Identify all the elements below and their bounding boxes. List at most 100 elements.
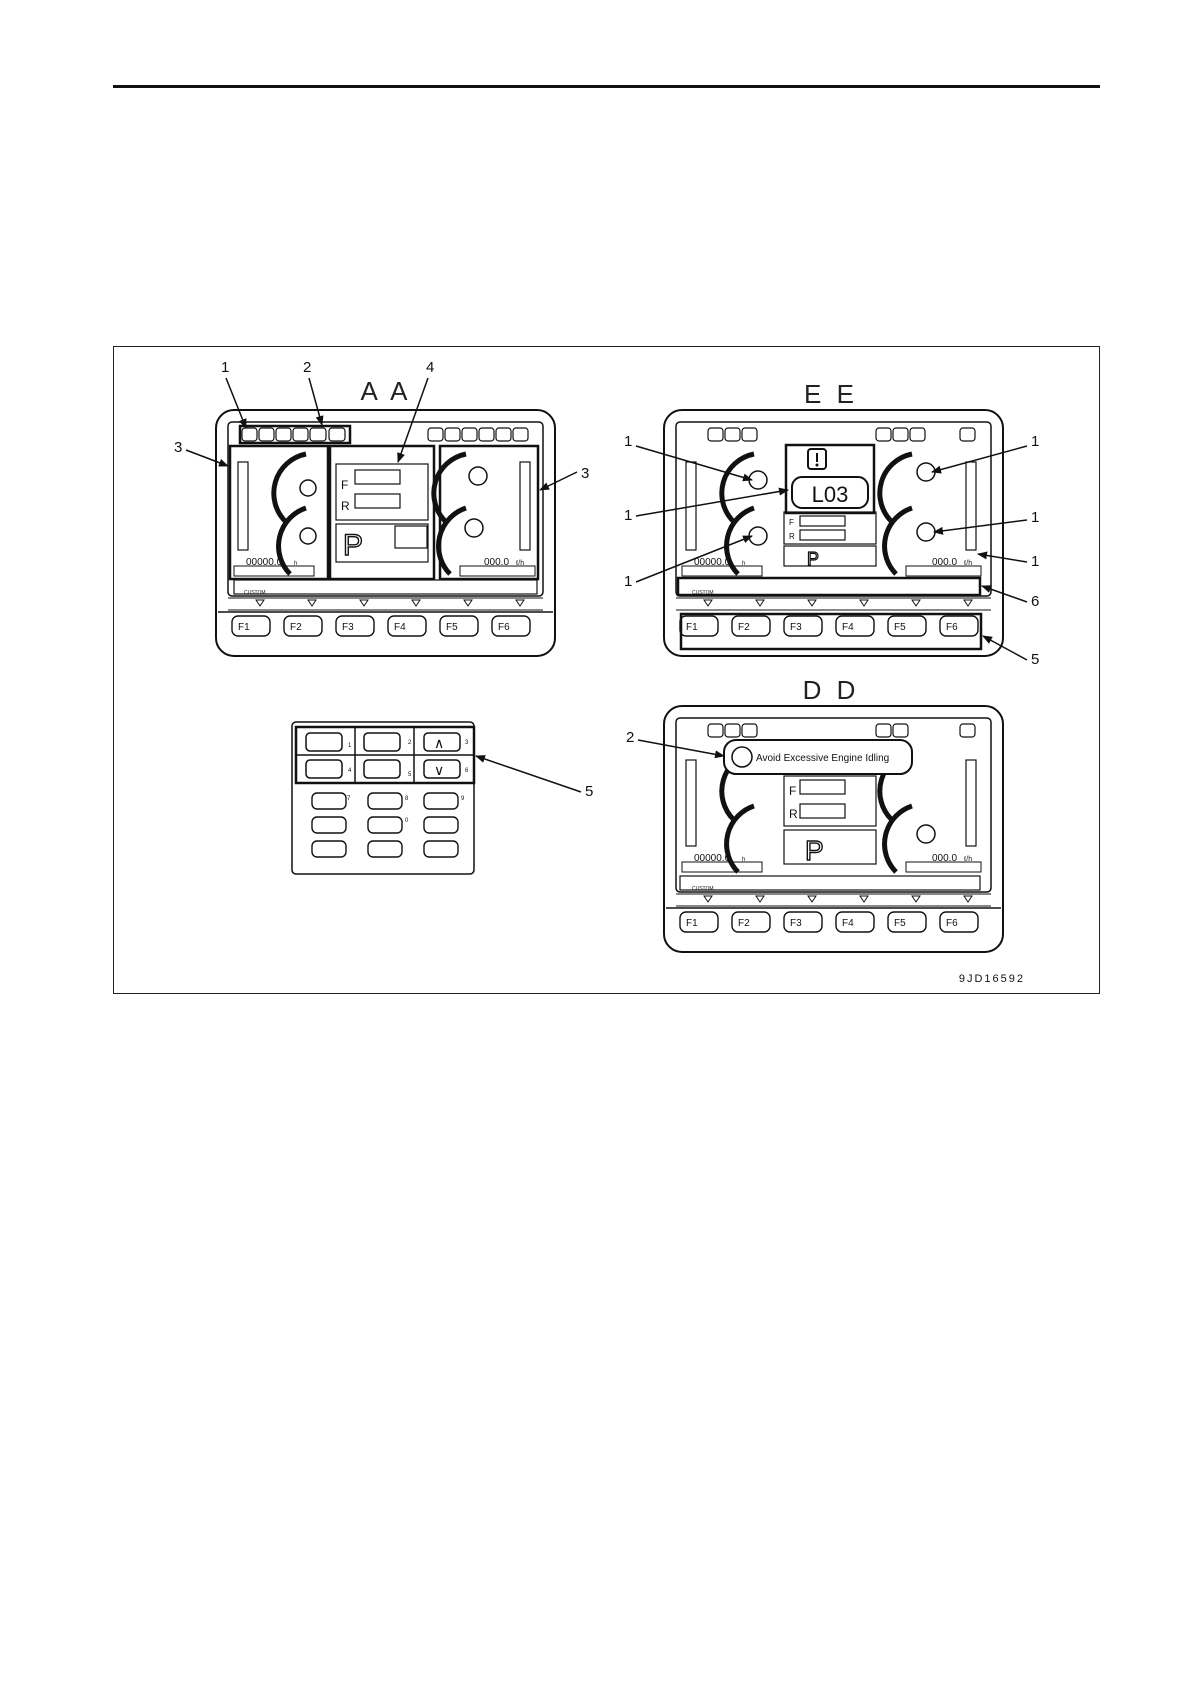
- key-number: 5: [408, 772, 412, 778]
- function-key-label: F3: [342, 622, 354, 633]
- softkey-indicator-icon: [756, 600, 764, 606]
- function-key-label: F6: [946, 918, 958, 929]
- function-key-label: F3: [790, 622, 802, 633]
- softkey-indicator-icon: [360, 600, 368, 606]
- leader-line: [186, 450, 228, 466]
- function-key-label: F5: [894, 622, 906, 633]
- callout-number: 1: [1031, 509, 1039, 526]
- softkey-indicator-icon: [412, 600, 420, 606]
- keypad-key[interactable]: [368, 817, 402, 833]
- fuel-rate-value: 000.0: [932, 853, 957, 864]
- softkey-indicator-icon: [912, 896, 920, 902]
- callout-number: 1: [221, 359, 229, 376]
- function-key-label: F3: [790, 918, 802, 929]
- keypad-key[interactable]: [312, 793, 346, 809]
- key-number: 9: [461, 796, 465, 802]
- leader-line: [982, 586, 1027, 602]
- keypad-key[interactable]: [312, 817, 346, 833]
- warning-code: L03: [812, 482, 849, 507]
- fuel-rate-unit: ℓ/h: [515, 560, 524, 567]
- leader-line: [226, 378, 246, 428]
- callout-number: 2: [626, 729, 634, 746]
- gear-forward-label: F: [789, 518, 794, 527]
- softkey-indicator-icon: [860, 896, 868, 902]
- monitor-view-aa: A A: [216, 376, 555, 656]
- softkey-indicator-icon: [860, 600, 868, 606]
- view-title-dd: D D: [803, 675, 860, 705]
- service-meter-unit: h: [742, 561, 745, 567]
- figure-code: 9JD16592: [959, 973, 1025, 985]
- key-number: 6: [465, 768, 469, 774]
- function-key-label: F2: [738, 622, 750, 633]
- message-text: Avoid Excessive Engine Idling: [756, 753, 889, 764]
- parking-indicator: P: [343, 529, 363, 562]
- keypad-key[interactable]: [368, 841, 402, 857]
- function-key-label: F5: [446, 622, 458, 633]
- callout-number: 5: [585, 783, 593, 800]
- leader-line: [540, 472, 577, 490]
- keypad-key[interactable]: [424, 793, 458, 809]
- function-key-label: F5: [894, 918, 906, 929]
- keypad-key[interactable]: [424, 817, 458, 833]
- callout-number: 1: [1031, 433, 1039, 450]
- leader-line: [309, 378, 322, 425]
- fuel-rate-value: 000.0: [484, 557, 509, 568]
- leader-line: [638, 740, 724, 756]
- gear-forward-label: F: [789, 784, 796, 798]
- monitor-view-dd: D D: [664, 675, 1003, 952]
- callout-number: 5: [1031, 651, 1039, 668]
- callout-number: 1: [624, 433, 632, 450]
- keypad-key[interactable]: [312, 841, 346, 857]
- monitor-view-ee: E E: [664, 379, 1003, 656]
- custom-softkey-label: CUSTOM: [244, 590, 266, 596]
- key-number: 1: [348, 743, 352, 749]
- key-number: 8: [405, 796, 409, 802]
- callout-number: 3: [174, 439, 182, 456]
- softkey-indicator-icon: [256, 600, 264, 606]
- softkey-indicator-icon: [464, 600, 472, 606]
- arrow-up-icon: ∧: [434, 735, 444, 751]
- keypad-panel: [292, 722, 474, 874]
- callout-number: 6: [1031, 593, 1039, 610]
- service-meter-value: 00000.0: [694, 557, 731, 568]
- callout-number: 2: [303, 359, 311, 376]
- custom-softkey-label: CUSTOM: [692, 590, 714, 596]
- fuel-rate-unit: ℓ/h: [963, 560, 972, 567]
- softkey-indicator-icon: [912, 600, 920, 606]
- softkey-indicator-icon: [308, 600, 316, 606]
- custom-softkey-label: CUSTOM: [692, 886, 714, 892]
- key-number: 0: [405, 818, 409, 824]
- keypad-key[interactable]: [368, 793, 402, 809]
- service-meter-unit: h: [294, 561, 297, 567]
- key-number: 4: [348, 768, 352, 774]
- softkey-indicator-icon: [756, 896, 764, 902]
- softkey-indicator-icon: [808, 896, 816, 902]
- callout-number: 4: [426, 359, 434, 376]
- leader-line: [636, 490, 788, 516]
- function-key-label: F1: [686, 622, 698, 633]
- callout-number: 1: [624, 573, 632, 590]
- gear-reverse-label: R: [341, 499, 350, 513]
- softkey-indicator-icon: [964, 600, 972, 606]
- service-meter-value: 00000.0: [694, 853, 731, 864]
- callout-number: 3: [581, 465, 589, 482]
- key-number: 7: [347, 796, 351, 802]
- callout-number: 1: [624, 507, 632, 524]
- callout-number: 1: [1031, 553, 1039, 570]
- function-key-label: F4: [842, 918, 854, 929]
- view-title-ee: E E: [804, 379, 858, 409]
- function-key-label: F4: [842, 622, 854, 633]
- service-meter-value: 00000.0: [246, 557, 283, 568]
- function-key-label: F6: [498, 622, 510, 633]
- keypad-key[interactable]: [424, 841, 458, 857]
- view-title-aa: A A: [360, 376, 411, 406]
- function-key-label: F1: [238, 622, 250, 633]
- arrow-down-icon: ∨: [434, 762, 444, 778]
- function-key-label: F1: [686, 918, 698, 929]
- function-key-label: F6: [946, 622, 958, 633]
- gear-forward-label: F: [341, 478, 348, 492]
- leader-line: [932, 446, 1027, 472]
- gear-reverse-label: R: [789, 807, 798, 821]
- function-key-label: F2: [290, 622, 302, 633]
